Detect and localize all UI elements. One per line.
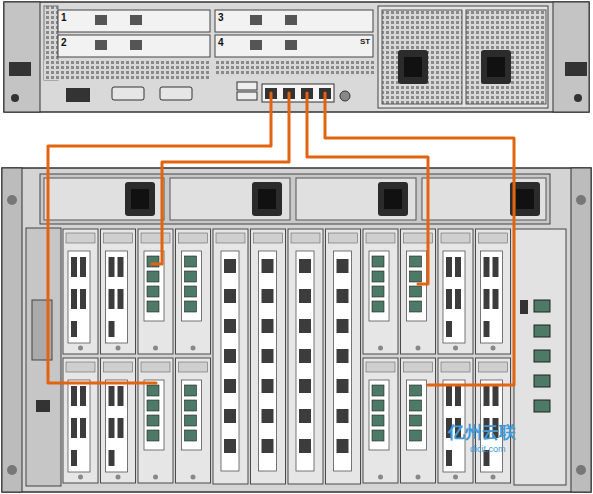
pcie-slot: [58, 10, 373, 57]
panel-marking: ST: [360, 38, 370, 46]
slot-number: 1: [61, 13, 67, 23]
line-card: [63, 229, 511, 484]
slot-number: 2: [61, 38, 67, 48]
watermark: dicit.com: [470, 445, 506, 454]
management-module: [514, 229, 566, 485]
watermark: 亿州云联: [448, 424, 516, 441]
slot-number: 3: [218, 13, 224, 23]
slot-number: 4: [218, 38, 224, 48]
network-port: [262, 84, 334, 102]
network-cable: [48, 93, 514, 385]
switch-chassis: [2, 168, 591, 492]
server-chassis: [4, 2, 589, 112]
